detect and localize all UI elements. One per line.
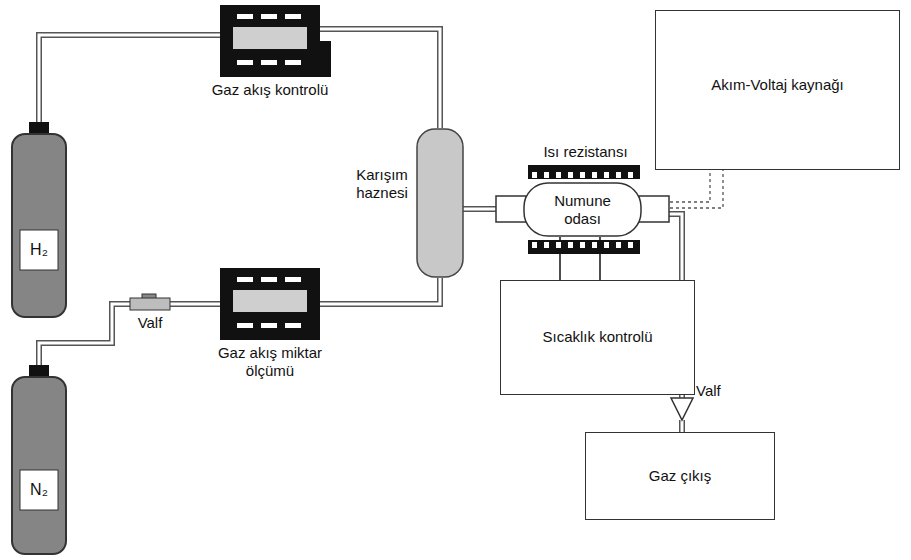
flow-device	[205, 5, 335, 77]
signal-wire	[670, 170, 723, 208]
node-label: H₂	[20, 241, 58, 259]
gas-pipe	[170, 304, 220, 305]
node-label: Numune odası	[535, 192, 630, 228]
node-label: Gaz akış miktar ölçümü	[205, 344, 335, 380]
gas-cylinder: N₂	[10, 365, 68, 555]
temperature-controller: Sıcaklık kontrolü	[500, 280, 695, 395]
mixing-tank	[350, 128, 465, 278]
gas-pipe	[39, 35, 220, 122]
flow-meter: Gaz akış miktar ölçümü	[205, 268, 335, 386]
node-label: Valf	[120, 314, 180, 332]
node-label: Valf	[696, 382, 721, 400]
power-supply: Akım-Voltaj kaynağı	[655, 10, 900, 170]
flow-device	[205, 268, 335, 340]
gas-cylinder	[10, 122, 68, 318]
gas-pipe	[320, 29, 440, 128]
node-label: Gaz çıkış	[594, 467, 766, 485]
gas-pipe	[463, 209, 496, 210]
sample-chamber: Numune odası	[495, 182, 670, 237]
heater-bar	[528, 240, 640, 254]
gas-cylinder	[10, 365, 68, 555]
gas-cylinder: H₂	[10, 122, 68, 318]
heater-label: Isı rezistansı	[528, 143, 643, 161]
valve-triangle	[670, 390, 696, 422]
node-label: Karışım haznesi	[350, 166, 414, 202]
gas-outlet: Gaz çıkış	[585, 432, 775, 520]
node-label: N₂	[20, 481, 58, 499]
flow-controller: Gaz akış kontrolü	[205, 5, 335, 105]
mixing-tank: Karışım haznesi	[350, 128, 465, 278]
gas-pipe	[682, 420, 683, 432]
node-label: Sıcaklık kontrolü	[509, 328, 686, 346]
sample-chamber	[495, 182, 670, 237]
gas-pipe	[320, 278, 440, 304]
valve-symbol	[126, 294, 174, 314]
node-label: Akım-Voltaj kaynağı	[664, 76, 891, 94]
heater-bar	[528, 165, 640, 179]
valve: Valf	[126, 294, 174, 334]
node-label: Gaz akış kontrolü	[205, 81, 335, 99]
outlet-valve: Valf	[670, 390, 740, 422]
